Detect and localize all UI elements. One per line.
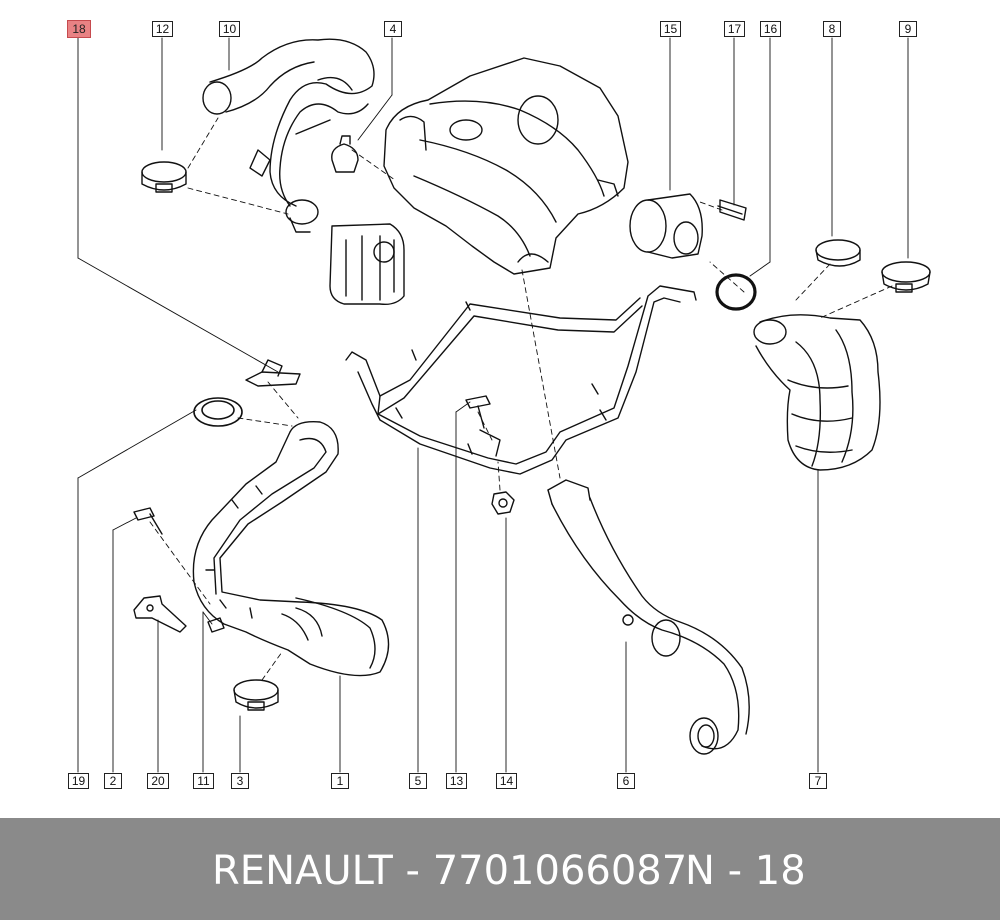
callout-20: 20 (147, 773, 169, 789)
sensor-part-4 (331, 135, 359, 173)
callout-9: 9 (899, 21, 917, 37)
callout-3: 3 (231, 773, 249, 789)
nut-part-14 (491, 491, 515, 515)
callout-18: 18 (67, 20, 91, 38)
o-ring-part-16 (715, 273, 757, 311)
clip-part-11 (207, 617, 225, 633)
intercooler-duct-part-1 (192, 421, 390, 677)
callout-12: 12 (152, 21, 173, 37)
hose-clamp-part-12 (141, 161, 187, 193)
callout-5: 5 (409, 773, 427, 789)
screw-part-13 (465, 395, 491, 429)
callout-2: 2 (104, 773, 122, 789)
assembly-guides (149, 117, 893, 681)
flow-meter-part-15 (629, 193, 703, 259)
leader-lines (77, 37, 909, 773)
callout-17: 17 (724, 21, 745, 37)
intake-manifold (383, 57, 629, 275)
callout-14: 14 (496, 773, 517, 789)
hose-clamp-part-3 (233, 679, 279, 711)
diagram-reference-label: N - 18 (685, 848, 806, 894)
part-number-label: RENAULT - 7701066087 (212, 848, 688, 894)
outlet-hose-part-7 (753, 314, 881, 471)
bolt-part-2 (133, 507, 163, 535)
seal-ring-part-19 (193, 397, 243, 427)
bracket-part-20 (133, 595, 187, 633)
callout-16: 16 (760, 21, 781, 37)
callout-6: 6 (617, 773, 635, 789)
callout-4: 4 (384, 21, 402, 37)
intake-hose-part-10 (202, 38, 375, 207)
callout-19: 19 (68, 773, 89, 789)
callout-10: 10 (219, 21, 240, 37)
hose-clamp-part-9 (881, 261, 931, 293)
charge-pipe-part-6 (547, 479, 750, 755)
bolt-part-17 (717, 199, 747, 221)
callout-11: 11 (193, 773, 214, 789)
callout-7: 7 (809, 773, 827, 789)
hose-clamp-part-8 (815, 239, 861, 267)
callout-15: 15 (660, 21, 681, 37)
pipe-frame-part-5 (345, 285, 697, 475)
callout-1: 1 (331, 773, 349, 789)
exploded-parts-diagram (77, 37, 931, 773)
callout-13: 13 (446, 773, 467, 789)
throttle-valve-body (285, 199, 405, 306)
callout-8: 8 (823, 21, 841, 37)
footer-bar: RENAULT - 7701066087 N - 18 (0, 818, 1000, 920)
clip-part-18 (245, 359, 301, 387)
